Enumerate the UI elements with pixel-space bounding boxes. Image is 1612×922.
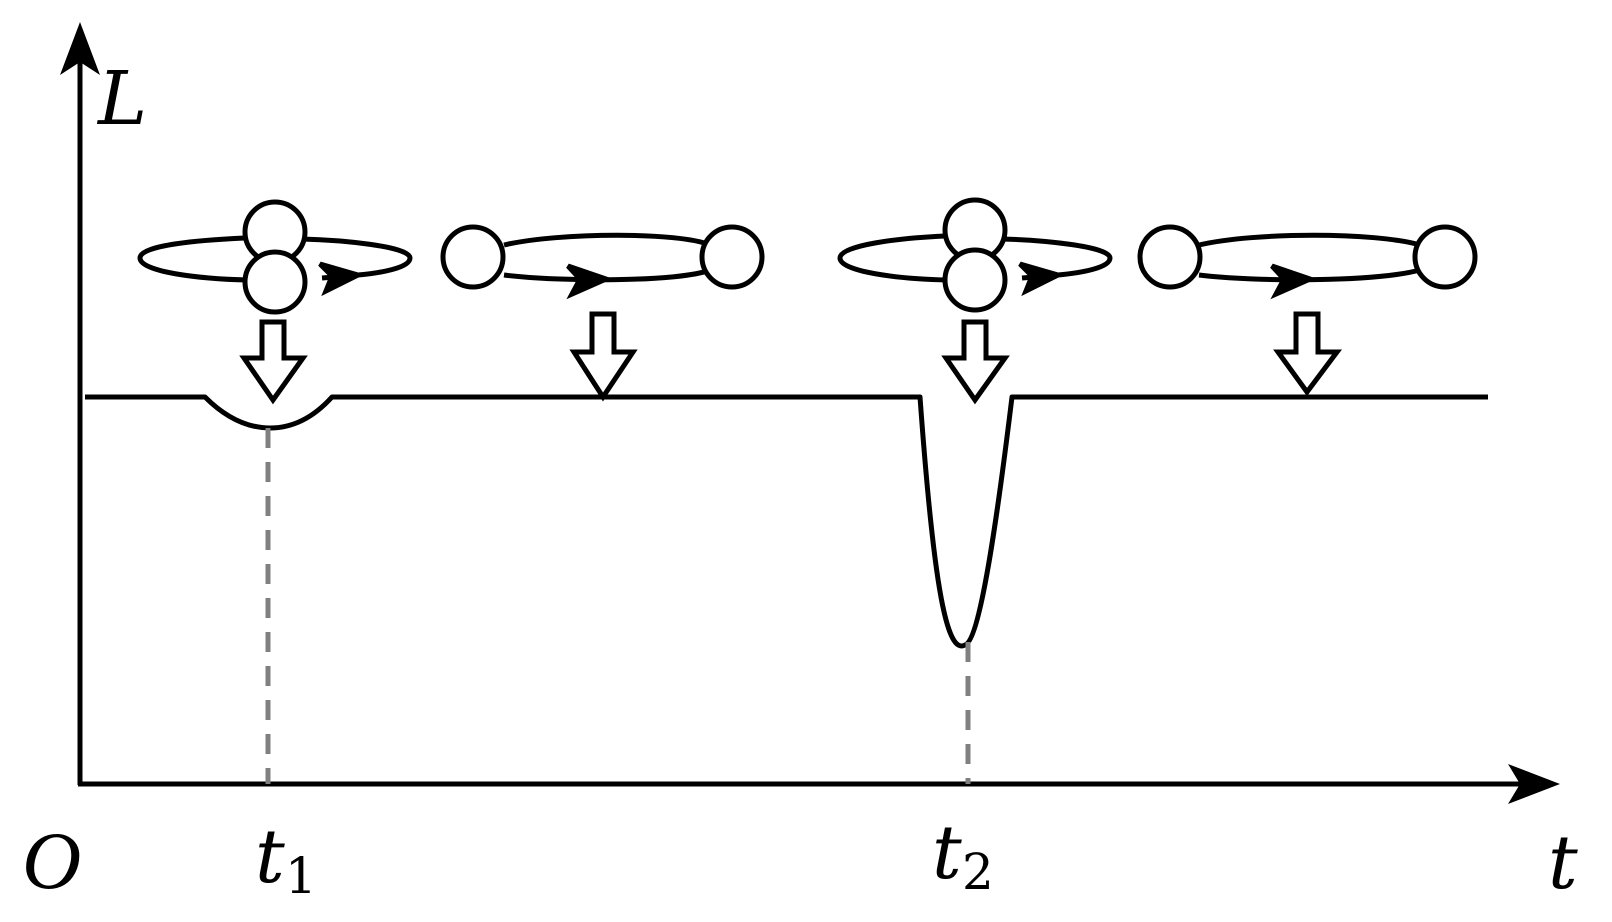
t1-subscript: 1	[285, 847, 317, 905]
t2-subscript: 2	[962, 843, 994, 901]
t1-symbol: t	[255, 814, 285, 900]
y-axis-arrowhead-icon	[60, 22, 100, 75]
x-axis-arrowhead-icon	[1508, 764, 1560, 804]
hollow-down-arrow-icon	[941, 319, 1010, 405]
axes	[77, 50, 1530, 787]
y-axis-label: L	[96, 56, 147, 142]
separated-binary-orbit-icon	[440, 224, 765, 300]
t2-symbol: t	[932, 810, 962, 896]
orbit-direction-arrow-icon	[1018, 261, 1065, 297]
hollow-down-arrow-icon	[239, 319, 308, 405]
orbit-direction-arrow-icon	[566, 263, 613, 300]
x-axis-label: t	[1548, 820, 1578, 906]
orbit-direction-arrow-icon	[1270, 263, 1317, 300]
hollow-down-arrow-icon	[569, 311, 638, 402]
hollow-down-arrow-icon	[1273, 311, 1342, 397]
orbit-direction-arrow-icon	[318, 261, 365, 297]
t1-label: t	[255, 814, 285, 900]
aligned-binary-orbit-icon	[137, 199, 413, 315]
t2-label: t	[932, 810, 962, 896]
separated-binary-orbit-icon	[1137, 224, 1478, 300]
light-curve	[85, 394, 1488, 649]
aligned-binary-orbit-icon	[837, 197, 1113, 313]
origin-label: O	[22, 815, 81, 906]
